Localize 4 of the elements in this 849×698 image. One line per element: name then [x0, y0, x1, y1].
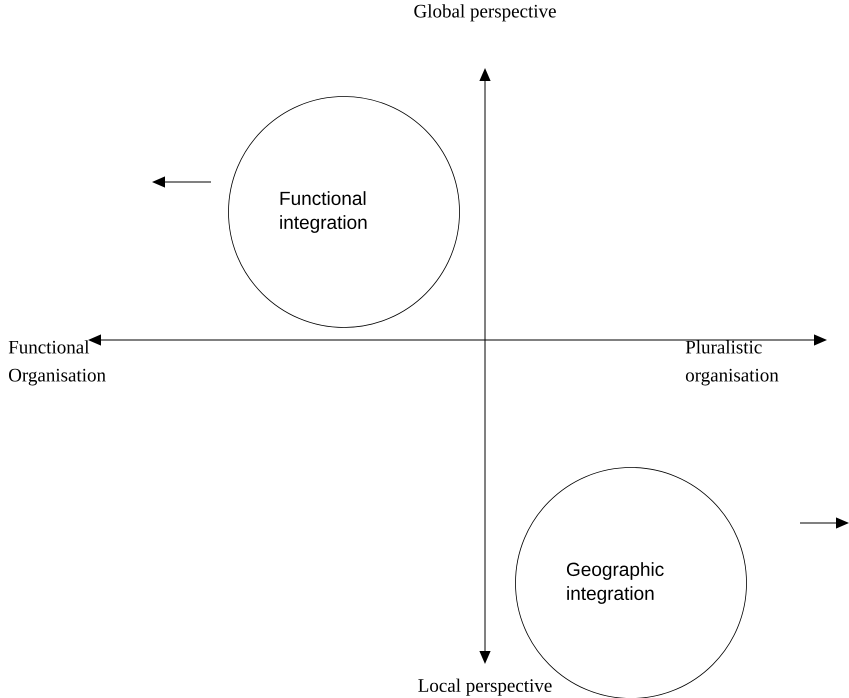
axis-label: Pluralistic organisation: [686, 340, 778, 386]
axis-label: Local perspective: [418, 678, 552, 696]
axis-label: Global perspective: [414, 4, 556, 22]
axis-label: Functional Organisation: [8, 340, 106, 386]
